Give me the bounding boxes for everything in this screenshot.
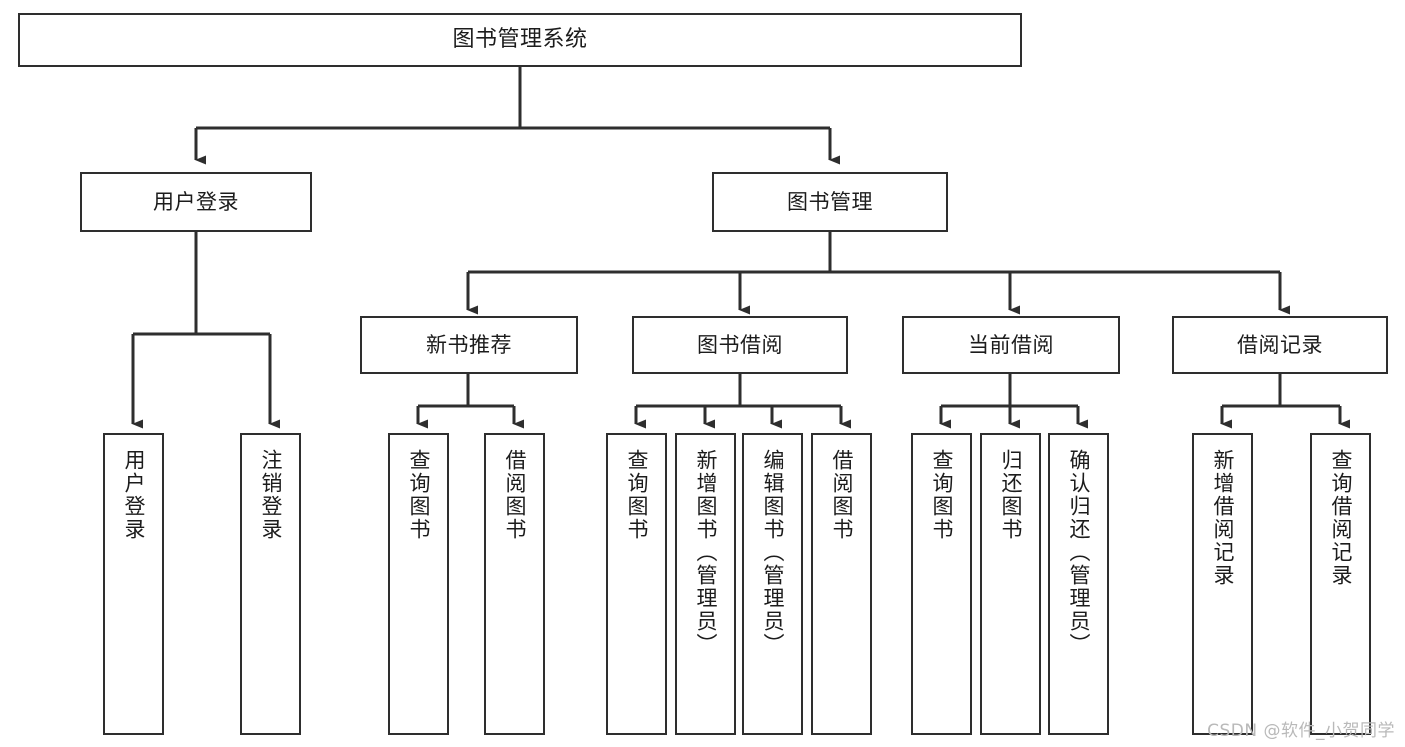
node-label: 借阅记录	[1237, 332, 1323, 357]
node-label: 借阅图书	[830, 449, 855, 541]
leaf-current-borrow-confirm[interactable]: 确认归还（管理员）	[1048, 433, 1109, 735]
node-label: 编辑图书（管理员）	[761, 449, 786, 656]
node-label: 新增图书（管理员）	[694, 449, 719, 656]
node-root-system[interactable]: 图书管理系统	[18, 13, 1022, 67]
connector-user-login-branch	[131, 232, 280, 429]
node-book-borrow[interactable]: 图书借阅	[632, 316, 848, 374]
leaf-borrow-records-query[interactable]: 查询借阅记录	[1310, 433, 1371, 735]
node-label: 查询图书	[930, 449, 955, 541]
node-label: 确认归还（管理员）	[1067, 449, 1092, 656]
node-label: 图书管理	[787, 189, 873, 214]
connector-book-borrow-branch	[634, 374, 851, 429]
node-borrow-records[interactable]: 借阅记录	[1172, 316, 1388, 374]
node-label: 注销登录	[259, 449, 284, 541]
node-label: 查询借阅记录	[1329, 449, 1354, 587]
connector-new-books-branch	[416, 374, 524, 429]
connector-current-borrow-branch	[939, 374, 1088, 429]
node-label: 查询图书	[625, 449, 650, 541]
leaf-book-borrow-borrow[interactable]: 借阅图书	[811, 433, 872, 735]
leaf-current-borrow-return[interactable]: 归还图书	[980, 433, 1041, 735]
leaf-user-login-logout[interactable]: 注销登录	[240, 433, 301, 735]
node-book-management[interactable]: 图书管理	[712, 172, 948, 232]
node-label: 新书推荐	[426, 332, 512, 357]
node-label: 新增借阅记录	[1211, 449, 1236, 587]
leaf-user-login-login[interactable]: 用户登录	[103, 433, 164, 735]
connector-borrow-records-branch	[1220, 374, 1350, 429]
leaf-book-borrow-edit[interactable]: 编辑图书（管理员）	[742, 433, 803, 735]
node-label: 用户登录	[122, 449, 147, 541]
node-user-login[interactable]: 用户登录	[80, 172, 312, 232]
leaf-new-books-query[interactable]: 查询图书	[388, 433, 449, 735]
node-label: 查询图书	[407, 449, 432, 541]
node-label: 当前借阅	[968, 332, 1054, 357]
connector-root-trunk	[194, 67, 840, 165]
csdn-watermark: CSDN @软件_小贺同学	[1207, 721, 1395, 741]
connector-book-manage-branch	[466, 232, 1290, 315]
node-label: 图书借阅	[697, 332, 783, 357]
leaf-borrow-records-add[interactable]: 新增借阅记录	[1192, 433, 1253, 735]
node-label: 借阅图书	[503, 449, 528, 541]
leaf-book-borrow-add[interactable]: 新增图书（管理员）	[675, 433, 736, 735]
node-current-borrow[interactable]: 当前借阅	[902, 316, 1120, 374]
leaf-new-books-borrow[interactable]: 借阅图书	[484, 433, 545, 735]
node-label: 图书管理系统	[452, 27, 588, 53]
leaf-book-borrow-query[interactable]: 查询图书	[606, 433, 667, 735]
node-label: 归还图书	[999, 449, 1024, 541]
node-new-book-recommend[interactable]: 新书推荐	[360, 316, 578, 374]
leaf-current-borrow-query[interactable]: 查询图书	[911, 433, 972, 735]
node-label: 用户登录	[153, 189, 239, 214]
